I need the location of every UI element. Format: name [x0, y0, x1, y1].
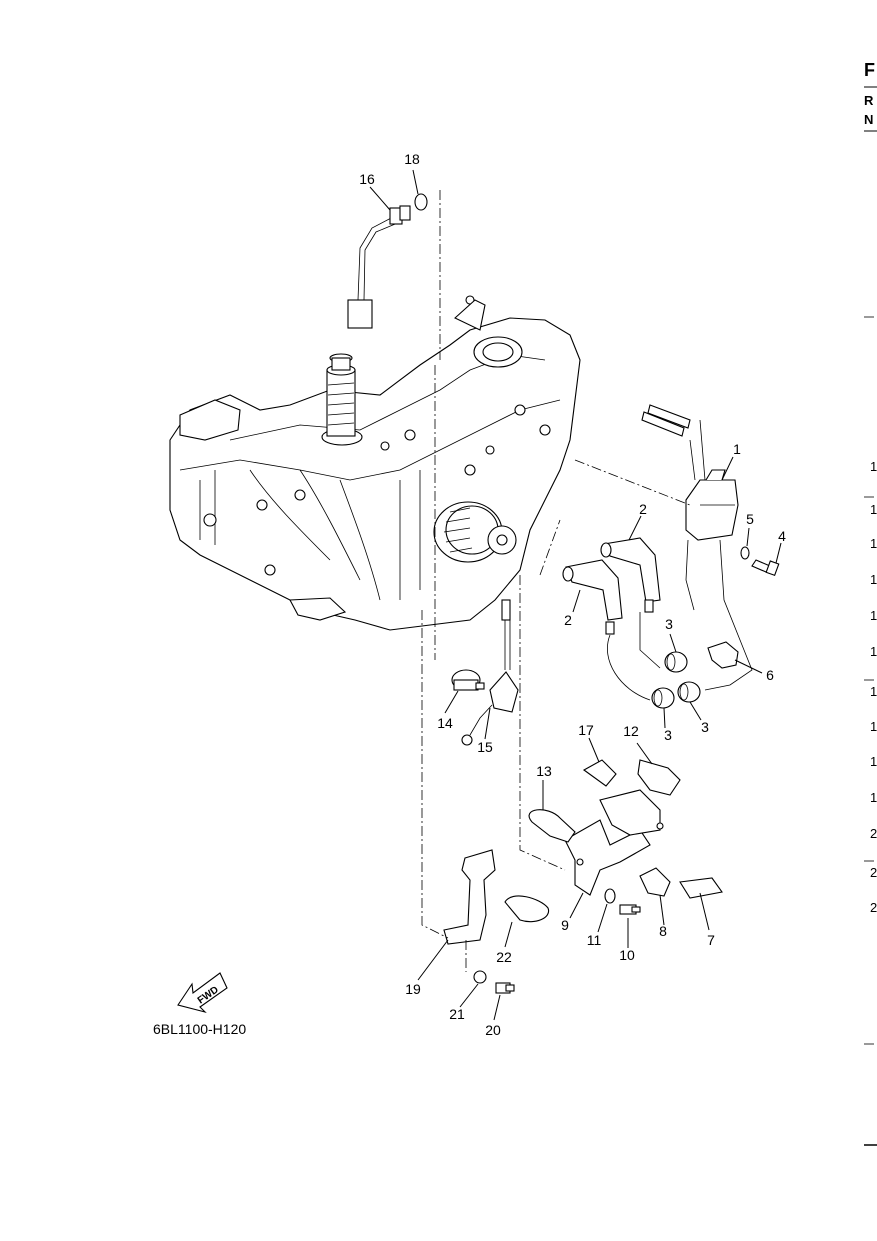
callout-number: 5 [746, 511, 754, 527]
clamp [582, 759, 617, 787]
assembly-lines [421, 190, 691, 972]
edge-number: 1 [870, 684, 877, 699]
bolt [619, 904, 641, 915]
callout-number: 1 [733, 441, 741, 457]
bracket [443, 849, 496, 945]
clamp [528, 809, 576, 843]
edge-number: 2 [870, 826, 877, 841]
oil-pressure-switch [451, 669, 485, 691]
grommet [651, 651, 701, 709]
edge-letter: R [864, 93, 874, 108]
bolt [751, 559, 780, 577]
fwd-arrow-icon: FWD [177, 972, 228, 1014]
washer [473, 970, 487, 984]
callout-number: 8 [659, 923, 667, 939]
washer [740, 546, 750, 560]
holder [639, 867, 671, 897]
callout-number: 2 [639, 501, 647, 517]
callout-number: 4 [778, 528, 786, 544]
washer [414, 193, 428, 211]
callout-number: 20 [485, 1022, 501, 1038]
edge-number: 1 [870, 644, 877, 659]
callout-number: 18 [404, 151, 420, 167]
callout-number: 22 [496, 949, 512, 965]
cap [679, 877, 723, 899]
edge-number: 1 [870, 608, 877, 623]
callout-number: 17 [578, 722, 594, 738]
holder [707, 641, 739, 669]
edge-number: 1 [870, 719, 877, 734]
edge-number: 1 [870, 572, 877, 587]
edge-number: 1 [870, 754, 877, 769]
callout-number: 11 [587, 932, 602, 948]
edge-number: 2 [870, 900, 877, 915]
callout-number: 7 [707, 932, 715, 948]
edge-number: 2 [870, 865, 877, 880]
bracket [564, 789, 664, 896]
edge-letter: N [864, 112, 873, 127]
ignition-coil [641, 404, 753, 691]
callout-number: 15 [477, 739, 493, 755]
callout-number: 13 [536, 763, 552, 779]
callout-number: 19 [405, 981, 421, 997]
spark-plug-cap [562, 537, 661, 635]
callout-number: 9 [561, 917, 569, 933]
callout-number: 3 [665, 616, 673, 632]
callout-number: 21 [449, 1006, 465, 1022]
bolt [495, 982, 515, 994]
edge-number: 1 [870, 536, 877, 551]
edge-letter: F [864, 60, 875, 80]
callout-number: 16 [359, 171, 375, 187]
washer [604, 888, 616, 904]
thermo-sensor [461, 599, 519, 746]
callout-number: 6 [766, 667, 774, 683]
clamp [504, 895, 550, 923]
callout-numbers: 1 2 2 3 3 3 4 5 6 7 8 9 10 11 12 13 14 1… [359, 151, 786, 1038]
edge-number: 1 [870, 502, 877, 517]
callout-number: 10 [619, 947, 635, 963]
adjacent-page-edge: F R N 1 1 1 1 1 1 1 1 1 1 2 2 2 [864, 60, 877, 1146]
callout-number: 3 [664, 727, 672, 743]
callout-number: 3 [701, 719, 709, 735]
clamp [637, 759, 681, 796]
callout-number: 2 [564, 612, 572, 628]
callout-number: 14 [437, 715, 453, 731]
drawing-code: 6BL1100-H120 [153, 1021, 246, 1037]
edge-number: 1 [870, 459, 877, 474]
callout-number: 12 [623, 723, 639, 739]
edge-number: 1 [870, 790, 877, 805]
leader-lines [369, 169, 782, 1021]
temperature-sensor [347, 205, 411, 329]
engine-block [169, 295, 581, 631]
